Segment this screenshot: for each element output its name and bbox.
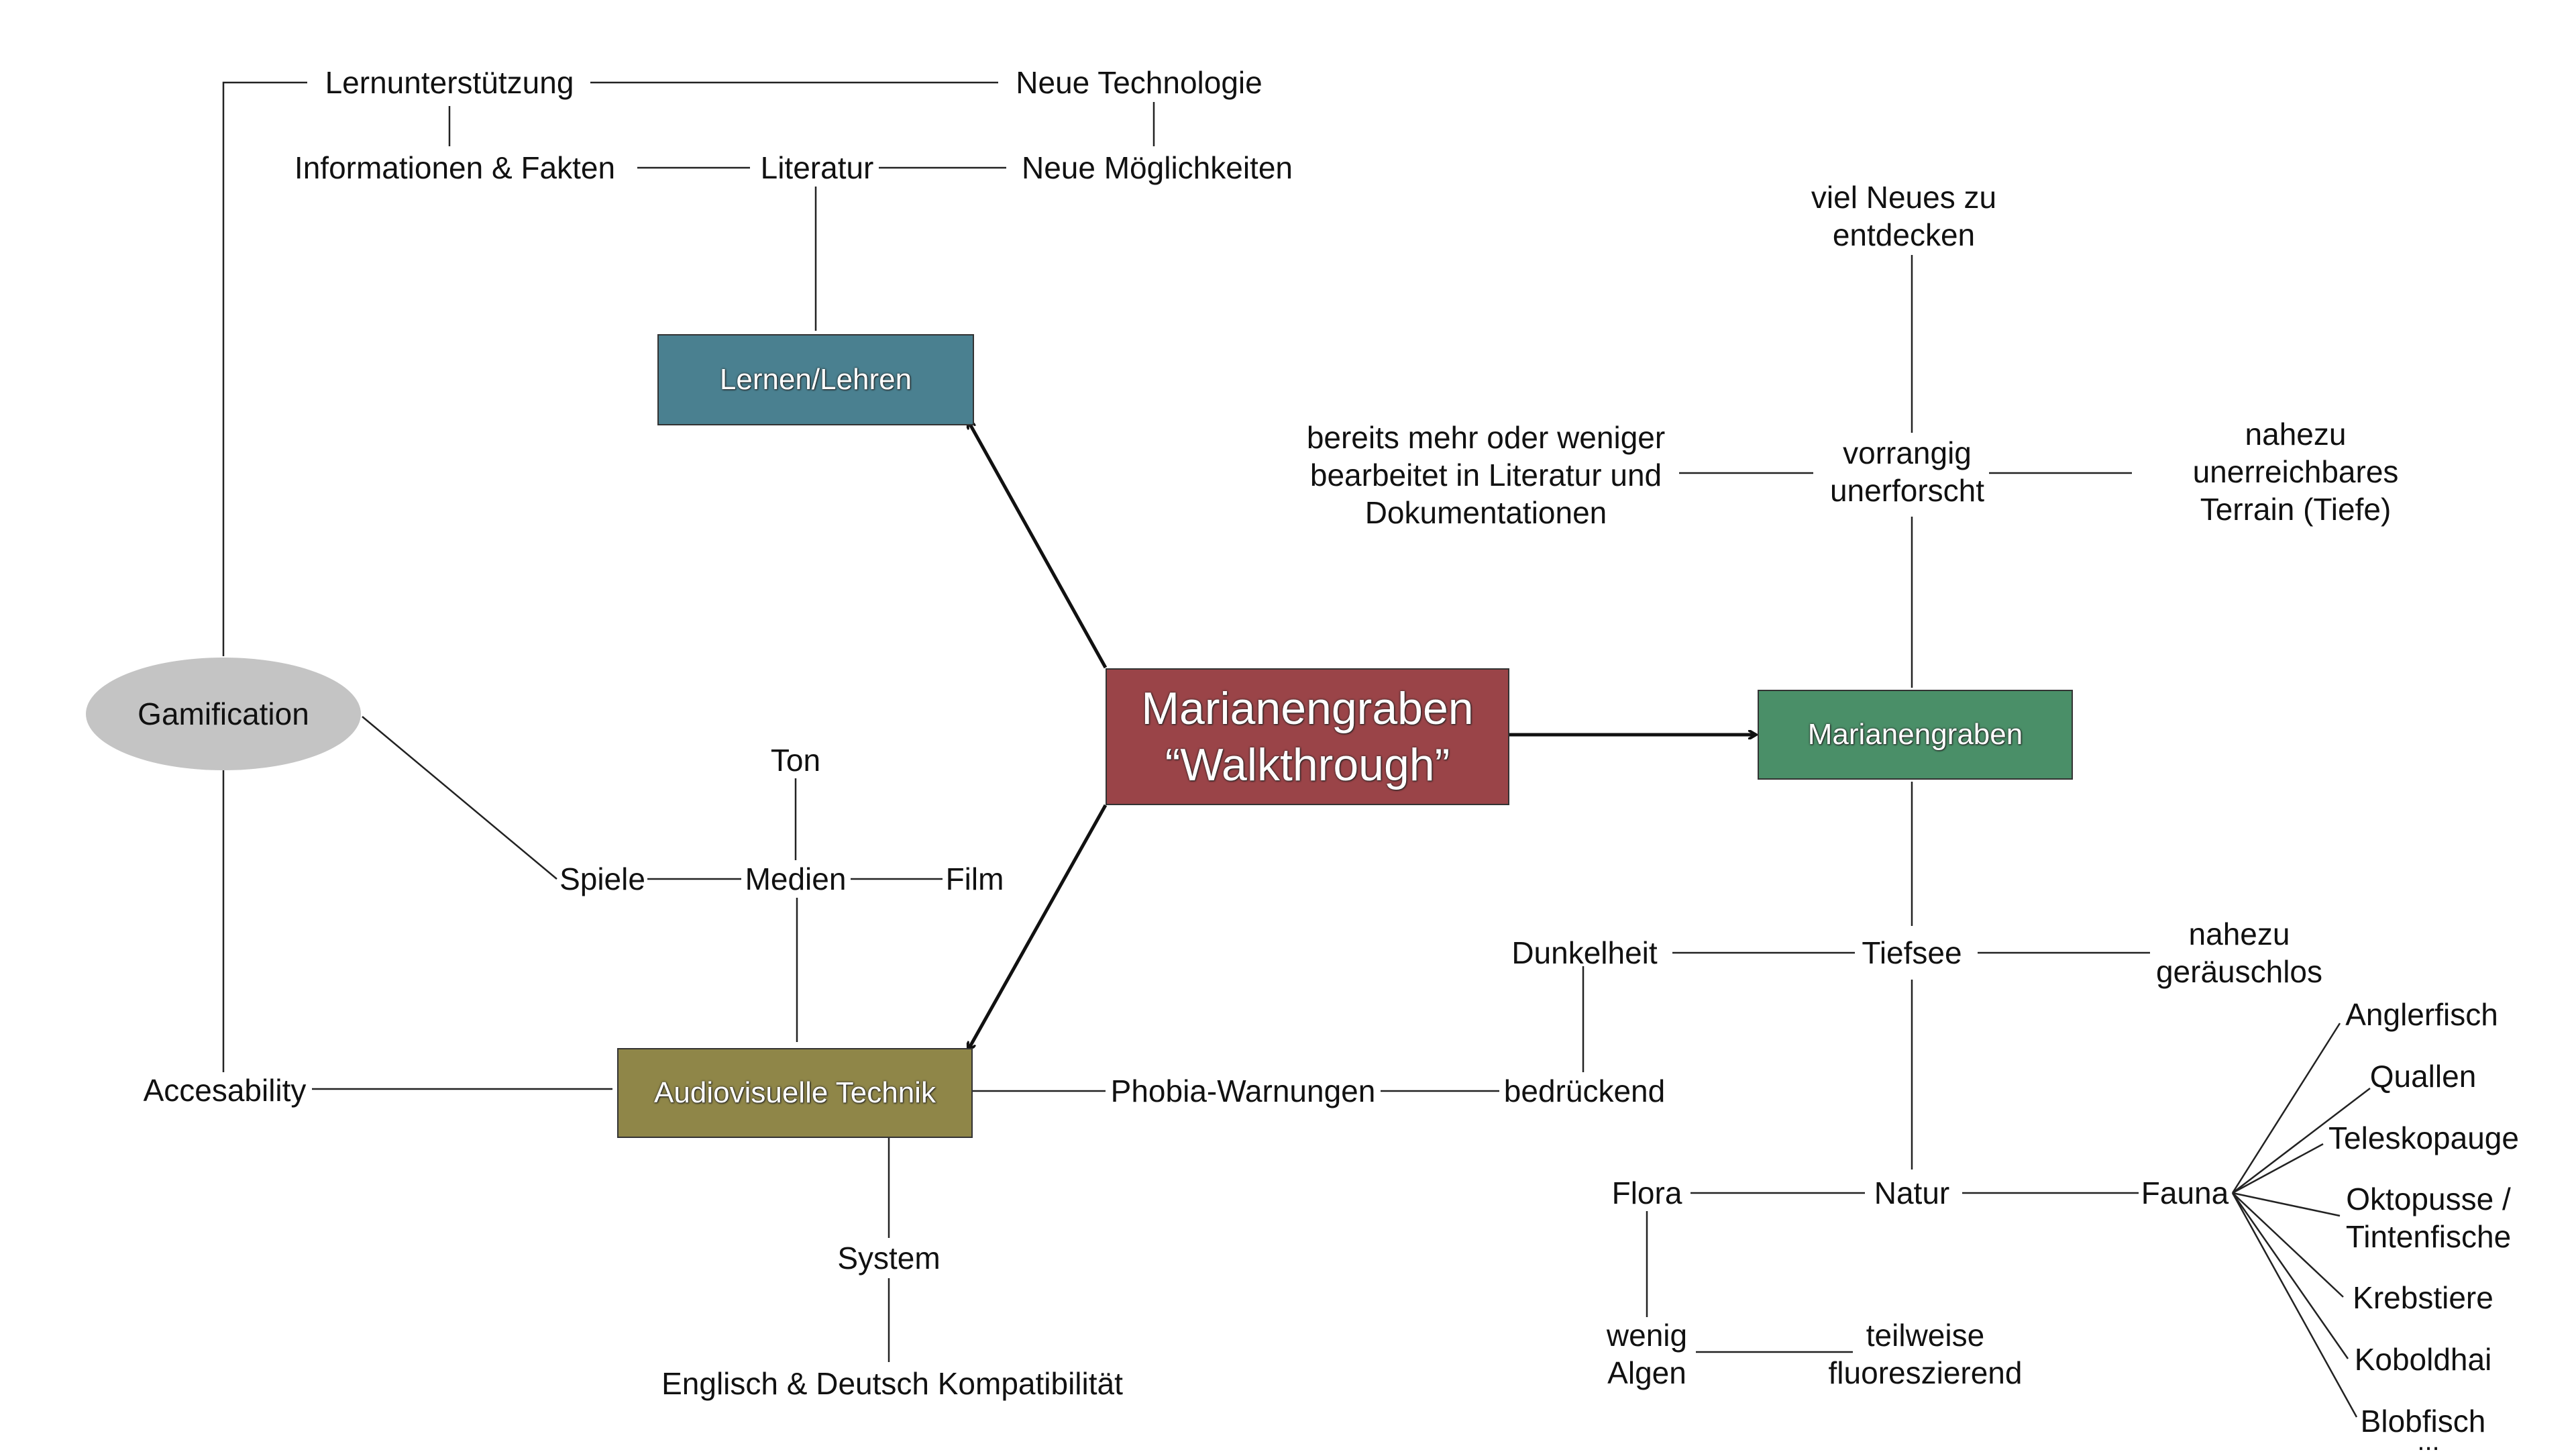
line-fauna-teleskopauge: [2232, 1143, 2324, 1194]
label-teleskopauge[interactable]: Teleskopauge: [2328, 1121, 2519, 1155]
label-neue-moeglichkeiten[interactable]: Neue Möglichkeiten: [1021, 150, 1293, 185]
label-ellipsis: ...: [2417, 1426, 2440, 1456]
label-viel-neues[interactable]: viel Neues zu entdecken: [1811, 180, 1997, 252]
label-tiefsee[interactable]: Tiefsee: [1862, 935, 1962, 970]
label-anglerfisch[interactable]: Anglerfisch: [2345, 997, 2498, 1032]
label-lernunterstuetzung[interactable]: Lernunterstützung: [325, 65, 574, 100]
label-krebstiere[interactable]: Krebstiere: [2353, 1280, 2493, 1315]
label-flora[interactable]: Flora: [1611, 1176, 1682, 1210]
marianengraben-node[interactable]: Marianengraben: [1758, 690, 2073, 780]
label-bereits-bearbeitet[interactable]: bereits mehr oder weniger bearbeitet in …: [1306, 420, 1666, 530]
label-nahezu-unerreichbar[interactable]: nahezu unerreichbares Terrain (Tiefe): [2192, 417, 2399, 527]
label-system[interactable]: System: [837, 1241, 941, 1276]
label-fauna[interactable]: Fauna: [2141, 1176, 2229, 1210]
label-nahezu-geraeuschlos[interactable]: nahezu geräuschlos: [2155, 917, 2323, 989]
label-bedrueckend[interactable]: bedrückend: [1503, 1074, 1666, 1108]
label-quallen[interactable]: Quallen: [2369, 1059, 2477, 1094]
label-ton[interactable]: Ton: [770, 743, 821, 778]
label-phobia-warnungen[interactable]: Phobia-Warnungen: [1110, 1074, 1376, 1108]
label-medien[interactable]: Medien: [745, 862, 847, 896]
line-fauna-blobfisch: [2231, 1192, 2358, 1418]
label-film[interactable]: Film: [945, 862, 1004, 896]
label-wenig-algen[interactable]: wenig Algen: [1606, 1318, 1688, 1390]
line-gamification-spiele: [362, 716, 557, 880]
line-fauna-oktopusse: [2232, 1192, 2341, 1217]
line-fauna-anglerfisch: [2231, 1023, 2341, 1194]
arrow-center-lernen: [968, 421, 1108, 669]
label-koboldhai[interactable]: Koboldhai: [2354, 1342, 2492, 1377]
label-natur[interactable]: Natur: [1874, 1176, 1950, 1210]
label-dunkelheit[interactable]: Dunkelheit: [1511, 935, 1658, 970]
label-englisch-deutsch[interactable]: Englisch & Deutsch Kompatibilität: [661, 1366, 1123, 1401]
line-gamification-lernunterstuetzung: [222, 81, 307, 656]
central-topic-node[interactable]: Marianengraben “Walkthrough”: [1106, 668, 1509, 805]
line-fauna-krebstiere: [2232, 1192, 2344, 1298]
label-spiele[interactable]: Spiele: [559, 862, 645, 896]
arrow-center-audio: [968, 804, 1108, 1050]
lernen-lehren-node[interactable]: Lernen/Lehren: [657, 334, 974, 425]
label-literatur[interactable]: Literatur: [760, 150, 874, 185]
label-teilweise-fluoreszierend[interactable]: teilweise fluoreszierend: [1828, 1318, 2023, 1390]
label-neue-technologie[interactable]: Neue Technologie: [1016, 65, 1263, 100]
line-fauna-quallen: [2232, 1088, 2371, 1194]
label-vorrangig-unerforscht[interactable]: vorrangig unerforscht: [1829, 435, 1985, 508]
label-accesability[interactable]: Accesability: [143, 1073, 307, 1108]
line-fauna-koboldhai: [2231, 1192, 2349, 1359]
label-oktopusse-tintenfische[interactable]: Oktopusse / Tintenfische: [2345, 1182, 2512, 1254]
gamification-node[interactable]: Gamification: [86, 658, 361, 770]
label-blobfisch[interactable]: Blobfisch: [2360, 1404, 2486, 1439]
label-informationen-fakten[interactable]: Informationen & Fakten: [294, 150, 616, 185]
audiovisuelle-technik-node[interactable]: Audiovisuelle Technik: [617, 1048, 973, 1138]
